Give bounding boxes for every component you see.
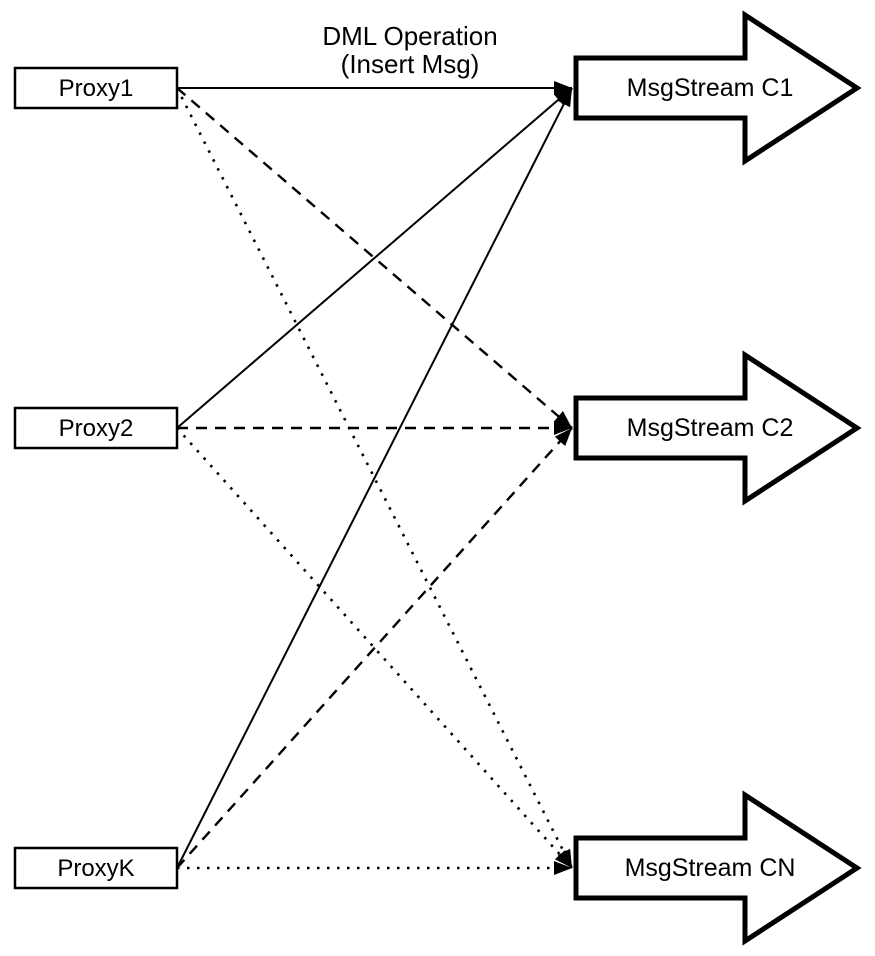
msgstream-c2-label: MsgStream C2	[627, 414, 794, 442]
proxy1-box	[13, 66, 179, 110]
node-msgstream-cn: MsgStream CN	[573, 790, 862, 946]
proxy1-label: Proxy1	[59, 75, 134, 102]
node-proxy2: Proxy2	[13, 406, 179, 450]
proxy2-label: Proxy2	[59, 415, 134, 442]
msgstream-cn-arrow	[573, 790, 862, 946]
edge-proxy1-msgstream-c2	[176, 87, 573, 429]
edge-proxyk-msgstream-c1	[176, 87, 573, 869]
edges	[175, 81, 574, 875]
msgstream-c1-label: MsgStream C1	[627, 74, 794, 102]
msgstream-cn-label: MsgStream CN	[625, 854, 796, 882]
msgstream-c2-arrow	[573, 350, 862, 506]
edge-annotation: DML Operation (Insert Msg)	[322, 21, 497, 79]
insert-msg-label: (Insert Msg)	[341, 49, 480, 79]
msgstream-c1-arrow	[573, 10, 862, 166]
edge-proxy2-msgstream-c1	[176, 87, 573, 429]
node-msgstream-c2: MsgStream C2	[573, 350, 862, 506]
dml-operation-label: DML Operation	[322, 21, 497, 51]
proxy2-box	[13, 406, 179, 450]
node-proxy1: Proxy1	[13, 66, 179, 110]
proxyk-label: ProxyK	[57, 855, 134, 882]
node-msgstream-c1: MsgStream C1	[573, 10, 862, 166]
edge-proxyk-msgstream-c2	[176, 427, 573, 869]
node-proxyk: ProxyK	[13, 846, 179, 890]
proxyk-box	[13, 846, 179, 890]
